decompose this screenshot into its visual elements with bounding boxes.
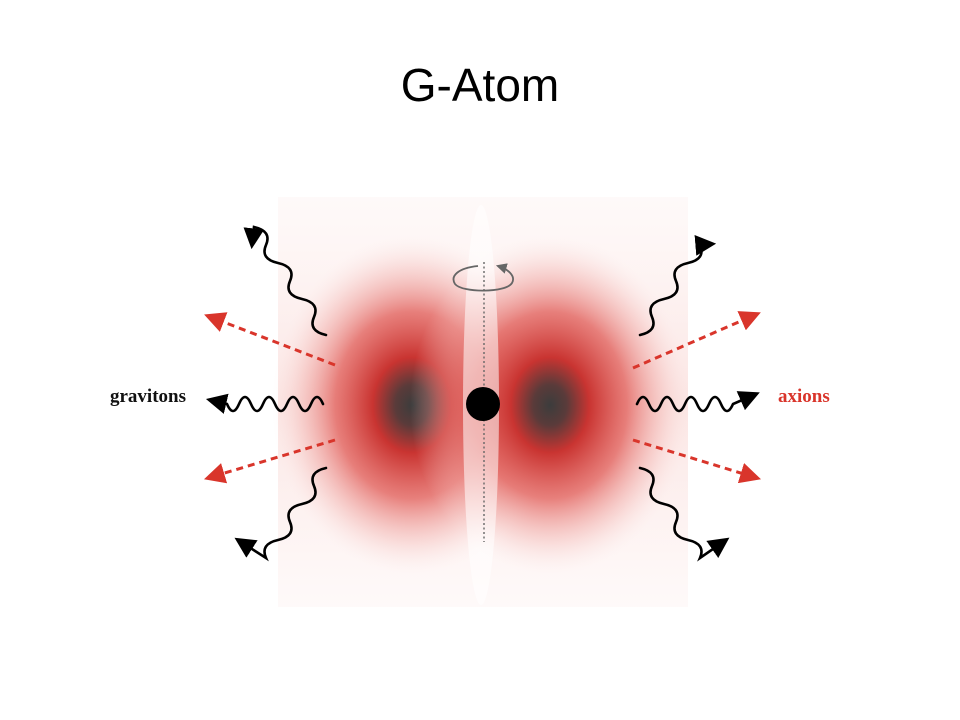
graviton-wave-left-upper xyxy=(243,225,328,337)
graviton-wave-left-lower xyxy=(234,466,328,562)
axion-arrow-left-upper xyxy=(204,312,336,367)
graviton-wave-left-middle xyxy=(205,393,325,414)
axion-arrow-left-lower xyxy=(203,438,336,484)
right-cloud xyxy=(410,235,690,575)
graviton-wave-right-lower xyxy=(638,466,730,562)
graviton-wave-right-middle xyxy=(635,391,760,413)
gravitons-label: gravitons xyxy=(110,386,186,407)
axion-arrow-right-lower xyxy=(632,438,762,484)
spin-arrow-icon xyxy=(452,263,514,292)
graviton-wave-right-upper xyxy=(638,235,717,337)
axion-arrow-right-upper xyxy=(632,311,761,370)
black-hole xyxy=(466,387,500,421)
slide-title: G-Atom xyxy=(400,59,560,111)
axions-label: axions xyxy=(778,386,830,407)
